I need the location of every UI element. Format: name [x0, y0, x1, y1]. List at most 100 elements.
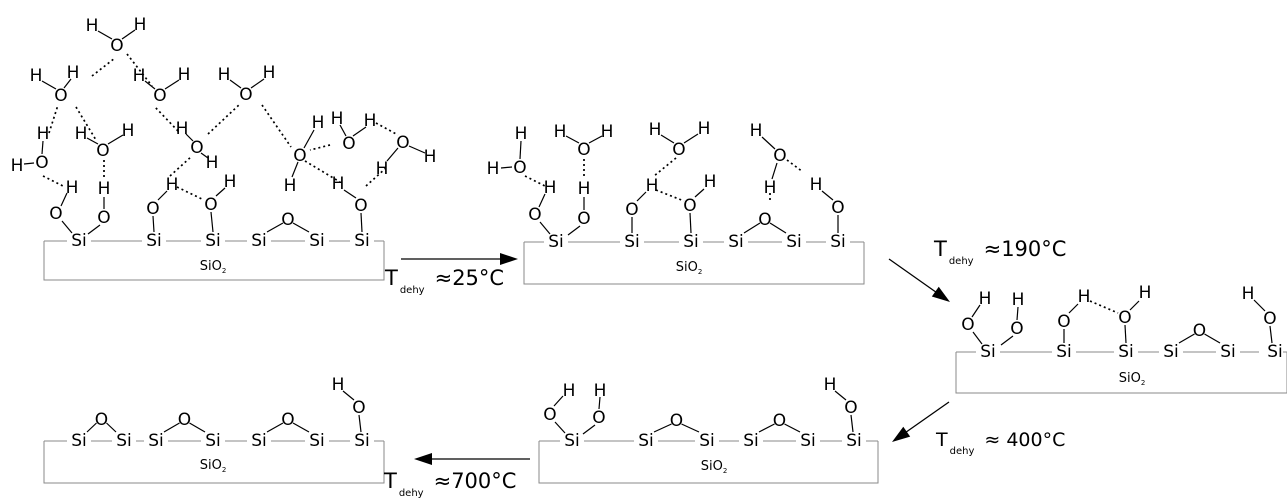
covalent-bond [106, 422, 117, 433]
oxygen-atom: O [1193, 321, 1206, 341]
covalent-bond [229, 79, 242, 89]
covalent-bond [189, 422, 206, 433]
reaction-arrow-3 [892, 401, 950, 442]
silicon-atom: Si [548, 232, 564, 252]
hydrogen-atom: H [134, 15, 147, 35]
hydrogen-atom: H [487, 159, 500, 179]
hydrogen-atom: H [11, 156, 24, 176]
covalent-bond [107, 134, 124, 145]
covalent-bond [1124, 324, 1127, 344]
silicon-atom: Si [309, 431, 325, 451]
oxygen-atom: O [354, 196, 367, 216]
covalent-bond [266, 222, 284, 233]
hydrogen-atom: H [1139, 283, 1152, 303]
hydrogen-atom: H [75, 124, 88, 144]
oxygen-atom: O [54, 86, 67, 106]
covalent-bond [342, 390, 355, 401]
hydrogen-atom: H [810, 175, 823, 195]
oxygen-atom: O [35, 153, 48, 173]
covalent-bond [163, 422, 180, 433]
hydrogen-bond [91, 57, 116, 77]
silicon-atom: Si [564, 431, 580, 451]
covalent-bond [164, 79, 180, 90]
oxygen-atom: O [758, 210, 771, 230]
covalent-bond [185, 133, 194, 142]
hydrogen-bond [176, 186, 205, 201]
covalent-bond [771, 162, 778, 180]
hydrogen-bond [309, 144, 331, 151]
hydrogen-bond [655, 189, 685, 202]
oxygen-atom: O [773, 411, 786, 431]
silicon-atom: Si [699, 431, 715, 451]
oxygen-atom: O [528, 205, 541, 225]
hydrogen-atom: H [594, 381, 607, 401]
oxygen-atom: O [342, 134, 355, 154]
hydrogen-atom: H [122, 121, 135, 141]
oxygen-atom: O [1010, 319, 1023, 339]
covalent-bond [86, 137, 99, 145]
covalent-bond [215, 187, 226, 197]
covalent-bond [97, 30, 113, 40]
hydrogen-atom: H [704, 172, 717, 192]
oxygen-atom: O [844, 398, 857, 418]
hydrogen-bond [153, 105, 179, 132]
oxygen-atom: O [513, 158, 526, 178]
oxygen-atom: O [683, 196, 696, 216]
covalent-bond [821, 190, 834, 201]
oxygen-atom: O [1263, 309, 1276, 329]
hydrogen-bond [1089, 300, 1119, 314]
silicon-atom: Si [71, 231, 87, 251]
covalent-bond [972, 331, 983, 345]
covalent-bond [60, 192, 68, 207]
hydrogen-atom: H [30, 66, 43, 86]
oxygen-atom: O [352, 398, 365, 418]
hydrogen-atom: H [515, 124, 528, 144]
hydrogen-atom: H [224, 172, 237, 192]
covalent-bond [850, 414, 854, 433]
silicon-atom: Si [354, 231, 370, 251]
oxygen-atom: O [672, 140, 685, 160]
oxygen-atom: O [146, 199, 159, 219]
covalent-bond [292, 222, 310, 233]
hydrogen-bond [48, 104, 59, 134]
covalent-bond [291, 161, 299, 178]
temperature-label-700c: Tdehy≈700°C [383, 469, 516, 499]
oxygen-atom: O [204, 195, 217, 215]
hydrogen-bond [524, 175, 546, 187]
covalent-bond [210, 211, 214, 233]
covalent-bond [63, 78, 72, 89]
oxygen-atom: O [543, 405, 556, 425]
silicon-atom: Si [1056, 342, 1072, 362]
temperature-label-25c: Tdehy≈25°C [384, 266, 504, 296]
silicon-atom: Si [743, 431, 759, 451]
covalent-bond [303, 129, 315, 149]
covalent-bond [352, 126, 367, 137]
sio2-substrate [43, 441, 385, 484]
covalent-bond [200, 152, 209, 159]
hydrogen-atom: H [218, 65, 231, 85]
temperature-label-400c: Tdehy≈ 400°C [935, 429, 1065, 457]
silicon-atom: Si [1220, 342, 1236, 362]
silicon-atom: Si [251, 231, 267, 251]
oxygen-atom: O [239, 85, 252, 105]
silicon-atom: Si [116, 431, 132, 451]
hydrogen-atom: H [376, 159, 389, 179]
silicon-atom: Si [1163, 342, 1179, 362]
covalent-bond [582, 424, 596, 435]
oxygen-atom: O [1057, 312, 1070, 332]
silicon-atom: Si [354, 431, 370, 451]
oxygen-atom: O [97, 208, 110, 228]
covalent-bond [121, 29, 136, 40]
silicon-atom: Si [205, 431, 221, 451]
oxygen-atom: O [281, 410, 294, 430]
covalent-bond [86, 422, 97, 433]
oxygen-atom: O [625, 200, 638, 220]
hydrogen-atom: H [979, 289, 992, 309]
hydrogen-atom: H [1012, 290, 1025, 310]
covalent-bond [769, 222, 787, 234]
substrate-label: SiO2 [200, 259, 227, 275]
silicon-atom: Si [980, 342, 996, 362]
covalent-bond [689, 212, 692, 234]
covalent-bond [386, 147, 399, 162]
covalent-bond [152, 215, 155, 233]
